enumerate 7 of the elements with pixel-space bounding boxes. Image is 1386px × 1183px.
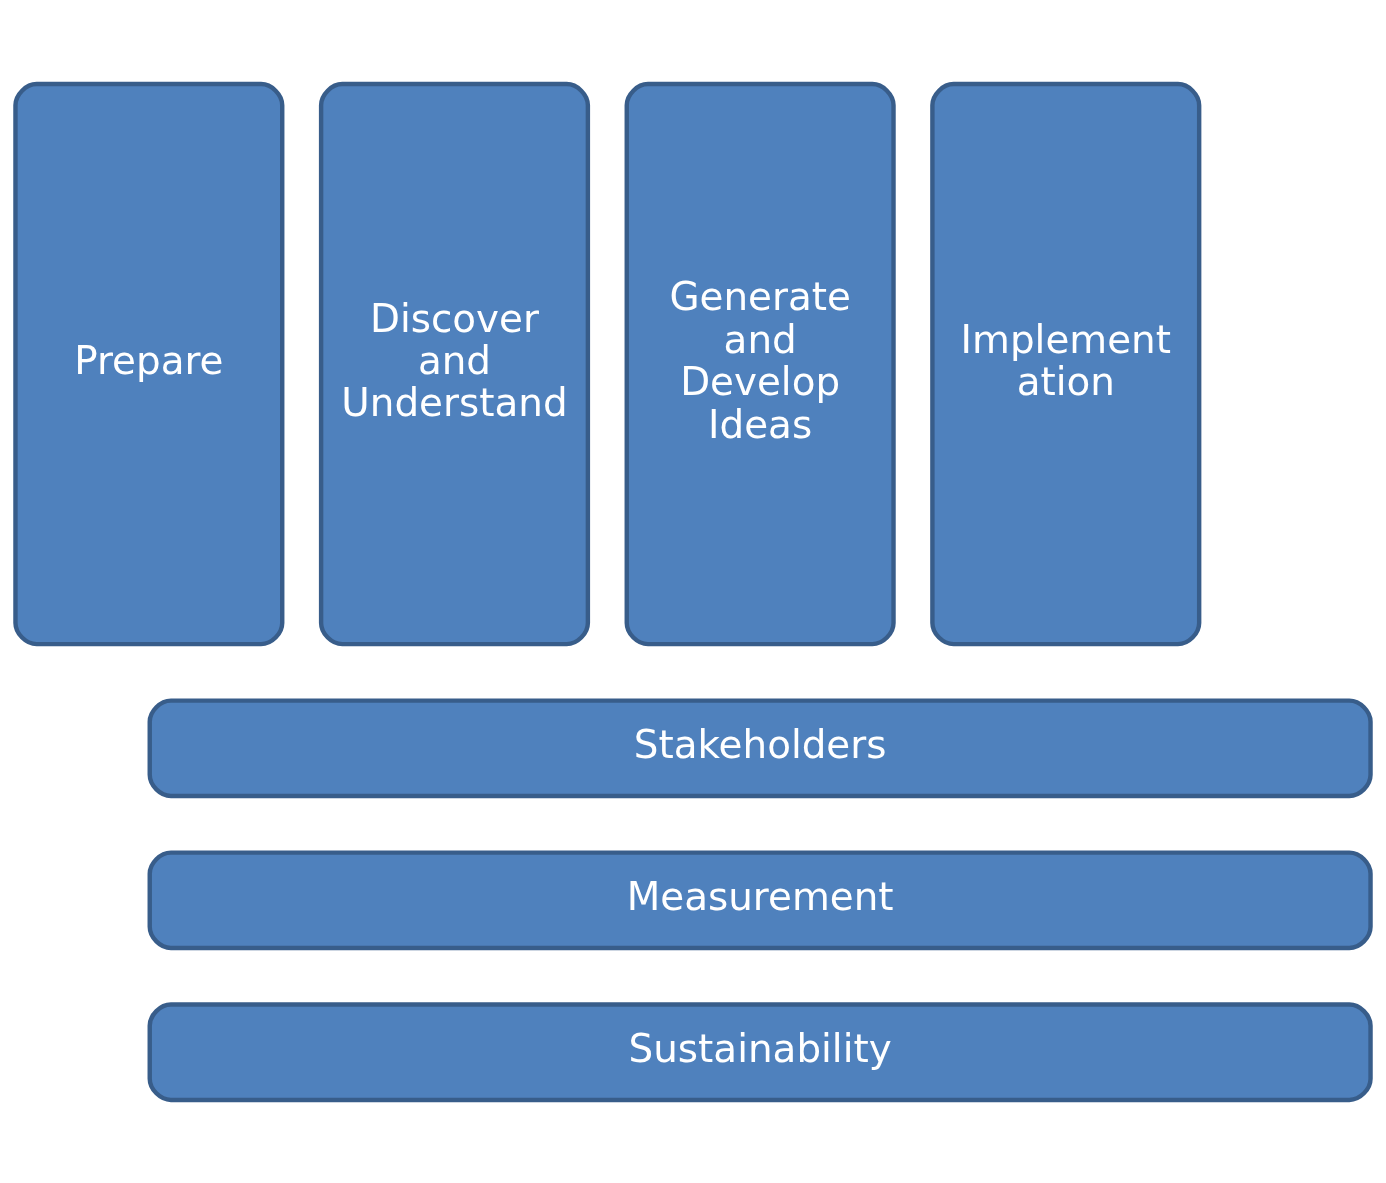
node-box: Measurement bbox=[147, 849, 1373, 950]
node-box: Sustainability bbox=[147, 1001, 1373, 1102]
node-box: Prepare bbox=[13, 81, 285, 646]
node-box: Discover and Understand bbox=[318, 81, 591, 646]
node-box: Implement ation bbox=[930, 81, 1202, 646]
node-box: Stakeholders bbox=[147, 697, 1373, 798]
node-box: Generate and Develop Ideas bbox=[624, 81, 896, 646]
